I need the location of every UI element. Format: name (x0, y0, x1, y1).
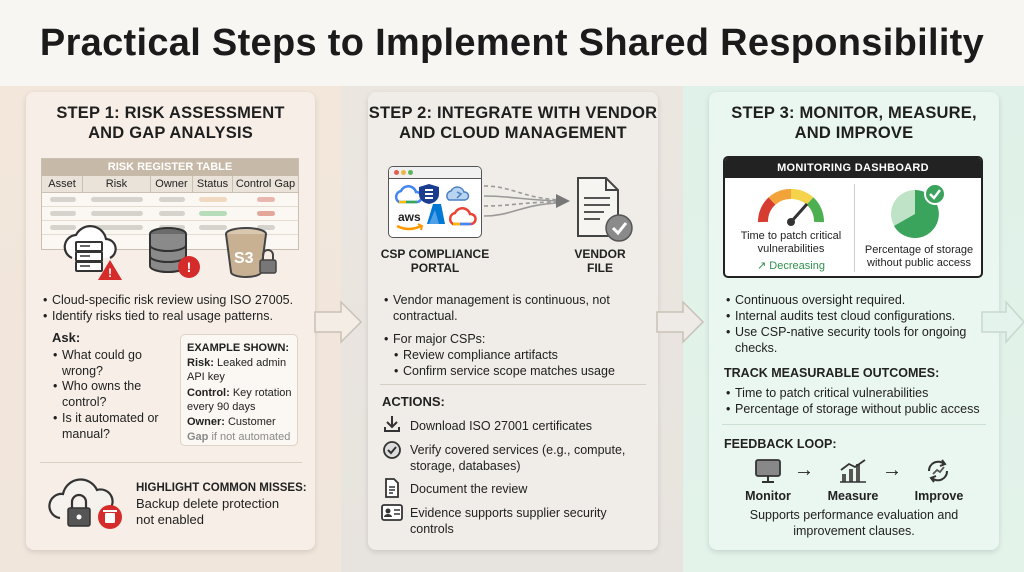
action-item-cont: controls (410, 522, 454, 536)
action-item: Download ISO 27001 certificates (410, 419, 593, 433)
example-title: EXAMPLE SHOWN: (187, 342, 290, 354)
actions-label: ACTIONS: (382, 394, 445, 409)
track-title: TRACK MEASURABLE OUTCOMES: (724, 366, 940, 380)
loop-arrow: → (882, 459, 902, 481)
example-panel: EXAMPLE SHOWN: Risk: Leaked admin API ke… (180, 334, 298, 446)
bar-chart-icon (840, 459, 866, 483)
s3-label: S3 (234, 250, 254, 267)
divider (722, 424, 986, 425)
document-icon (385, 478, 399, 498)
feedback-title: FEEDBACK LOOP: (724, 437, 837, 451)
vendor-file-check-icon (577, 177, 633, 242)
step2-bullet-cont: contractual. (393, 309, 458, 323)
step1-bullet: Identify risks tied to real usage patter… (43, 308, 273, 324)
table-row (42, 193, 298, 207)
database-alert-icon: ! (149, 227, 200, 278)
step2-bullet: Vendor management is continuous, not (384, 292, 610, 308)
cloud-lock-delete-icon (48, 478, 122, 529)
ask-item-cont: wrong? (62, 364, 103, 378)
col-owner: Owner (151, 176, 193, 192)
monitor-icon (755, 459, 781, 483)
transfer-lines-icon (483, 185, 570, 217)
csp-portal-window: aws (388, 166, 482, 238)
csp-sub-item: Confirm service scope matches usage (394, 363, 615, 379)
ask-item: Who owns the (53, 378, 141, 394)
gauge-icon (758, 189, 824, 226)
example-control: Control: Key rotation (187, 387, 292, 399)
misses-line: not enabled (136, 512, 204, 527)
step3-bullet: Internal audits test cloud configuration… (726, 308, 955, 324)
misses-title: HIGHLIGHT COMMON MISSES: (136, 482, 307, 494)
example-risk: Risk: Leaked admin (187, 357, 287, 369)
s3-bucket-lock-icon: S3 (222, 226, 280, 282)
dashboard-divider (854, 184, 855, 272)
action-item: Verify covered services (e.g., compute, (410, 443, 626, 457)
divider (380, 384, 646, 385)
col-control-gap: Control Gap (235, 178, 296, 190)
table-header: Asset Risk Owner Status Control Gap (42, 176, 298, 193)
step2-bullet: For major CSPs: (384, 331, 485, 347)
ask-item: Is it automated or (53, 410, 159, 426)
loop-arrow: → (794, 459, 814, 481)
pie-chart-icon (891, 183, 946, 238)
svg-text:!: ! (187, 259, 192, 275)
arrow-right-icon (981, 300, 1024, 344)
monitoring-dashboard: MONITORING DASHBOARD Time to patch criti… (723, 156, 983, 278)
svg-text:!: ! (108, 266, 112, 280)
step2-heading: STEP 2: INTEGRATE WITH VENDOR AND CLOUD … (368, 104, 658, 142)
ask-item-cont: manual? (62, 427, 110, 441)
arrow-right-icon (656, 300, 705, 344)
divider (40, 462, 302, 463)
step3-bullet-cont: checks. (735, 341, 778, 355)
dashboard-title: MONITORING DASHBOARD (725, 158, 981, 178)
step1-heading: STEP 1: RISK ASSESSMENT AND GAP ANALYSIS (56, 104, 285, 142)
loop-measure-label: Measure (827, 489, 879, 503)
arrow-right-icon (314, 300, 363, 344)
misses-line: Backup delete protection (136, 496, 280, 511)
aws-label: aws (398, 210, 421, 224)
example-gap: Gap if not automated (187, 431, 291, 443)
download-icon (384, 416, 400, 432)
action-item-cont: storage, databases) (410, 459, 521, 473)
step3-heading: STEP 3: MONITOR, MEASURE, AND IMPROVE (731, 104, 977, 142)
improve-cycle-icon (927, 459, 949, 483)
col-status: Status (193, 176, 233, 192)
ask-item: What could go (53, 347, 142, 363)
action-item: Evidence supports supplier security (410, 506, 607, 520)
check-circle-icon (383, 441, 401, 459)
example-risk-cont: API key (187, 371, 225, 383)
step3-bullet: Use CSP-native security tools for ongoin… (726, 324, 966, 340)
csp-sub-item: Review compliance artifacts (394, 347, 558, 363)
evidence-id-icon (381, 504, 403, 521)
loop-monitor-label: Monitor (745, 489, 791, 503)
track-item: Percentage of storage without public acc… (726, 401, 980, 417)
example-owner: Owner: Customer (187, 416, 276, 428)
step1-bullet: Cloud-specific risk review using ISO 270… (43, 292, 293, 308)
step3-bullet: Continuous oversight required. (726, 292, 905, 308)
col-risk: Risk (83, 176, 151, 192)
ask-label: Ask: (52, 330, 81, 345)
example-control-cont: every 90 days (187, 401, 256, 413)
cloud-provider-logos (394, 184, 477, 231)
track-item: Time to patch critical vulnerabilities (726, 385, 928, 401)
table-title: RISK REGISTER TABLE (42, 159, 298, 176)
page-title: Practical Steps to Implement Shared Resp… (0, 0, 1024, 86)
table-row (42, 207, 298, 221)
col-asset: Asset (42, 176, 83, 192)
action-item: Document the review (410, 482, 528, 496)
ask-item-cont: control? (62, 395, 107, 409)
loop-improve-label: Improve (914, 489, 964, 503)
metric1-trend: ↗ Decreasing (757, 260, 825, 272)
cloud-server-alert-icon: ! (63, 225, 122, 280)
